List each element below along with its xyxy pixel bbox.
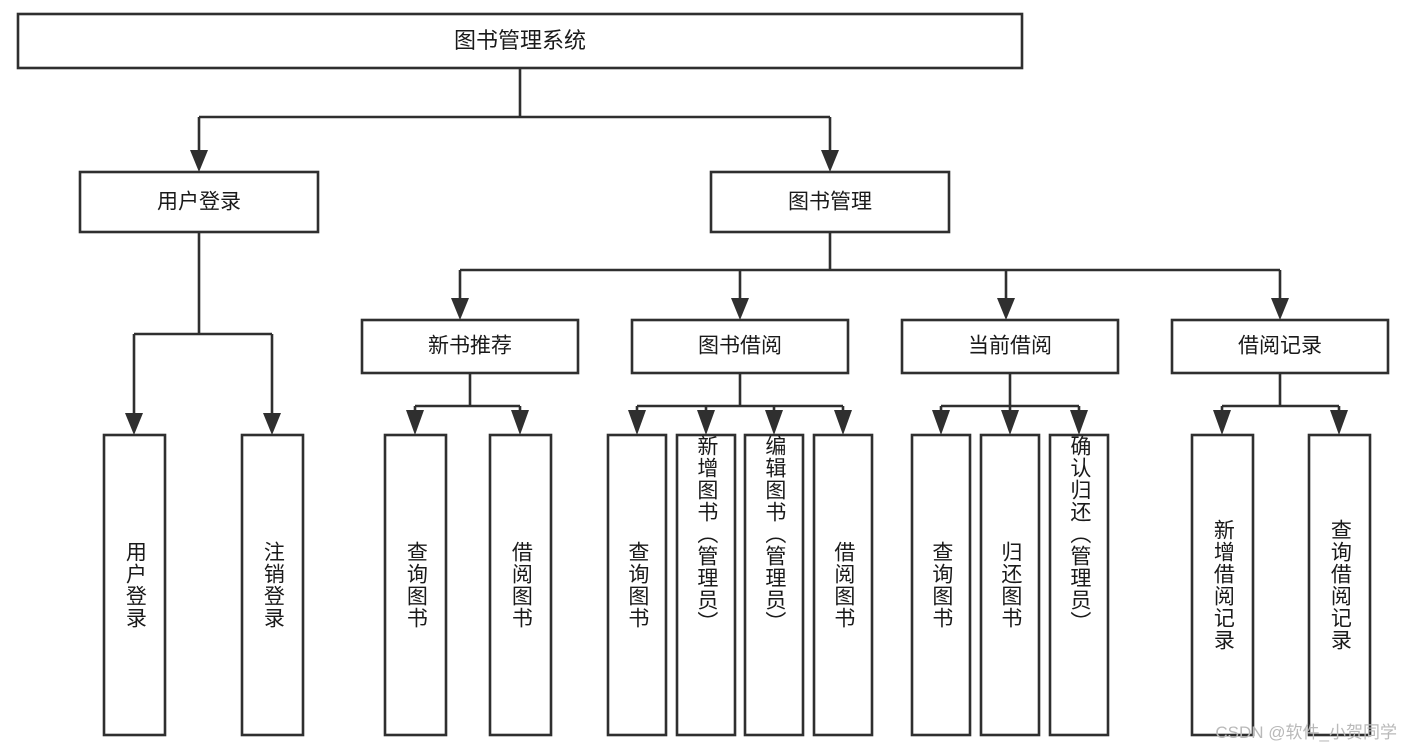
node-book-borrow-box[interactable] [630, 318, 850, 375]
arrow-head-leaf-user-login-1 [125, 413, 143, 435]
node-borrow-record-box[interactable] [1170, 318, 1390, 375]
node-new-book-label: 新书推荐 [428, 335, 512, 358]
node-leaf-current-borrow-2-box[interactable] [979, 433, 1041, 737]
node-user-login-box[interactable] [78, 170, 320, 234]
node-leaf-book-borrow-3-box[interactable] [743, 433, 805, 737]
node-current-borrow-label: 当前借阅 [968, 335, 1052, 358]
node-book-borrow-label: 图书借阅 [698, 335, 782, 358]
arrow-head-leaf-current-borrow-1 [932, 410, 950, 435]
arrow-head-leaf-current-borrow-2 [1001, 410, 1019, 435]
arrow-head-leaf-new-book-2 [511, 410, 529, 435]
arrow-head-leaf-new-book-1 [406, 410, 424, 435]
arrow-head-user-login [190, 150, 208, 172]
arrow-head-new-book [451, 298, 469, 320]
node-book-mgmt-box[interactable] [709, 170, 951, 234]
arrow-head-current-borrow [997, 298, 1015, 320]
node-leaf-book-borrow-4-box[interactable] [812, 433, 874, 737]
node-leaf-current-borrow-1-box[interactable] [910, 433, 972, 737]
arrow-head-leaf-borrow-record-1 [1213, 410, 1231, 435]
node-root-label: 图书管理系统 [454, 28, 586, 53]
node-user-login-label: 用户登录 [157, 191, 241, 214]
node-leaf-borrow-record-2-box[interactable] [1307, 433, 1372, 737]
arrow-head-leaf-book-borrow-1 [628, 410, 646, 435]
node-leaf-new-book-1-box[interactable] [383, 433, 448, 737]
node-borrow-record-label: 借阅记录 [1238, 335, 1322, 358]
connector-layer [125, 68, 1348, 435]
node-leaf-borrow-record-1-box[interactable] [1190, 433, 1255, 737]
node-layer: 图书管理系统 用户登录 图书管理 新书推荐 图书借阅 当前借阅 借阅记录 [16, 12, 1390, 737]
node-current-borrow-box[interactable] [900, 318, 1120, 375]
arrow-head-leaf-current-borrow-3 [1070, 410, 1088, 435]
arrow-head-leaf-book-borrow-4 [834, 410, 852, 435]
node-leaf-book-borrow-1-box[interactable] [606, 433, 668, 737]
node-leaf-user-login-1-box[interactable] [102, 433, 167, 737]
watermark-text: CSDN @软件_小贺同学 [1215, 723, 1397, 742]
arrow-head-book-borrow [731, 298, 749, 320]
arrow-head-book-mgmt [821, 150, 839, 172]
arrow-head-leaf-borrow-record-2 [1330, 410, 1348, 435]
arrow-head-leaf-book-borrow-2 [697, 410, 715, 435]
node-root-box[interactable] [16, 12, 1024, 70]
arrow-head-leaf-book-borrow-3 [765, 410, 783, 435]
node-book-mgmt-label: 图书管理 [788, 191, 872, 214]
node-new-book-box[interactable] [360, 318, 580, 375]
node-leaf-current-borrow-3-box[interactable] [1048, 433, 1110, 737]
node-leaf-book-borrow-2-box[interactable] [675, 433, 737, 737]
arrow-head-leaf-user-login-2 [263, 413, 281, 435]
node-leaf-new-book-2-box[interactable] [488, 433, 553, 737]
arrow-head-borrow-record [1271, 298, 1289, 320]
node-leaf-user-login-2-box[interactable] [240, 433, 305, 737]
